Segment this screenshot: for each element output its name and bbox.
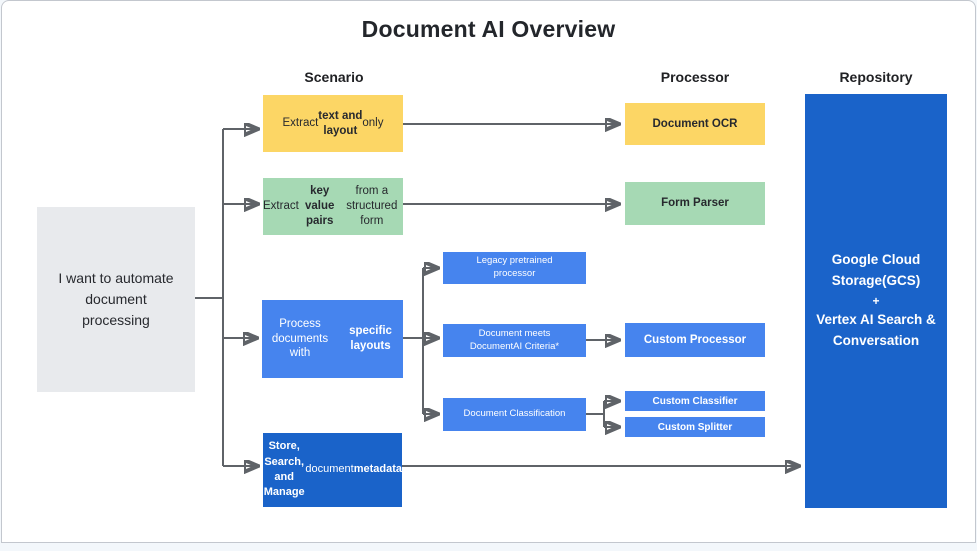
column-header-repository: Repository [839,69,913,85]
column-header-processor: Processor [660,69,730,85]
processor-custom-splitter: Custom Splitter [625,417,765,437]
repository-line-vertex: Vertex AI Search & Conversation [816,312,936,349]
branch-document-classification: Document Classification [443,398,586,431]
repository-node: Google Cloud Storage(GCS) + Vertex AI Se… [805,94,947,508]
start-node: I want to automate document processing [37,207,195,392]
scenario-store-search-manage: Store, Search, and Manage document metad… [263,433,402,507]
scenario-extract-text-layout: Extract text and layout only [263,95,403,152]
repository-line-plus: + [872,293,880,308]
column-header-scenario: Scenario [304,69,364,85]
processor-custom-classifier: Custom Classifier [625,391,765,411]
branch-document-meets-criteria: Document meets DocumentAI Criteria* [443,324,586,357]
scenario-specific-layouts: Process documents with specific layouts [262,300,403,378]
processor-custom-processor: Custom Processor [625,323,765,357]
repository-line-gcs: Google Cloud Storage(GCS) [831,251,921,288]
processor-form-parser: Form Parser [625,182,765,225]
page-title: Document AI Overview [361,16,616,42]
processor-document-ocr: Document OCR [625,103,765,145]
branch-legacy-pretrained-processor: Legacy pretrained processor [443,252,586,284]
scenario-extract-key-value: Extract key value pairs from a structure… [263,178,403,235]
